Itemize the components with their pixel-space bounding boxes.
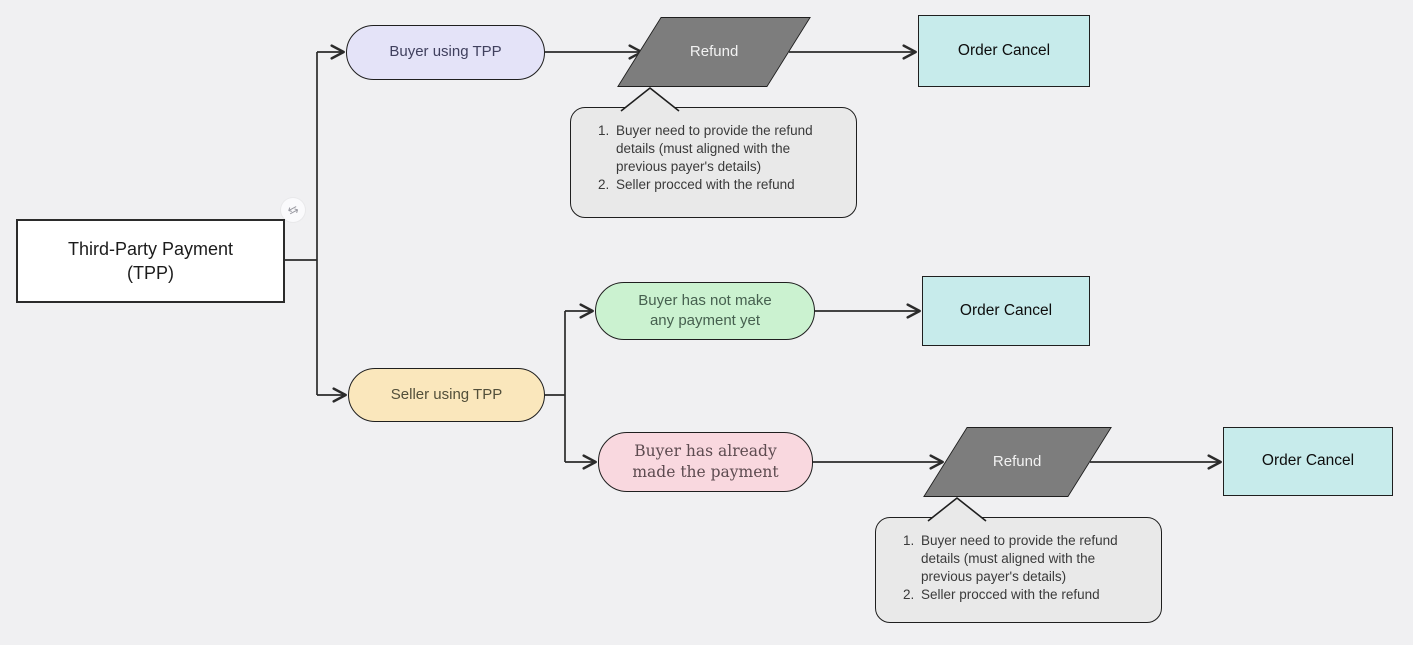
- node-refund-2-label: Refund: [993, 452, 1042, 470]
- note-refund-steps-1[interactable]: Buyer need to provide the refund details…: [570, 107, 857, 218]
- node-buyer-paid[interactable]: Buyer has already made the payment: [598, 432, 813, 492]
- node-order-cancel-2[interactable]: Order Cancel: [922, 276, 1090, 346]
- node-seller-using-tpp[interactable]: Seller using TPP: [348, 368, 545, 422]
- node-buyer-no-payment[interactable]: Buyer has not make any payment yet: [595, 282, 815, 340]
- node-order-cancel-2-label: Order Cancel: [959, 301, 1053, 319]
- note-refund-steps-1-list: Buyer need to provide the refund details…: [587, 122, 842, 194]
- note-refund-steps-2-list: Buyer need to provide the refund details…: [892, 532, 1147, 604]
- node-order-cancel-3-label: Order Cancel: [1261, 452, 1355, 470]
- node-buyer-no-payment-label: Buyer has not make any payment yet: [638, 291, 772, 329]
- node-buyer-using-tpp[interactable]: Buyer using TPP: [346, 25, 545, 80]
- note-refund-steps-2[interactable]: Buyer need to provide the refund details…: [875, 517, 1162, 623]
- node-buyer-paid-label: Buyer has already made the payment: [632, 442, 779, 481]
- note-item: Seller procced with the refund: [613, 176, 842, 194]
- node-third-party-payment-label: Third-Party Payment (TPP): [67, 238, 234, 283]
- node-third-party-payment[interactable]: Third-Party Payment (TPP): [16, 219, 285, 303]
- node-order-cancel-3[interactable]: Order Cancel: [1223, 427, 1393, 496]
- note-item: Buyer need to provide the refund details…: [918, 532, 1147, 586]
- node-buyer-using-tpp-label: Buyer using TPP: [389, 43, 502, 61]
- note-item: Seller procced with the refund: [918, 586, 1147, 604]
- node-order-cancel-1-label: Order Cancel: [957, 41, 1051, 59]
- note-item: Buyer need to provide the refund details…: [613, 122, 842, 176]
- node-seller-using-tpp-label: Seller using TPP: [390, 385, 503, 403]
- node-order-cancel-1[interactable]: Order Cancel: [918, 15, 1090, 87]
- swap-connector-icon[interactable]: ⇆: [281, 198, 305, 222]
- node-refund-1-label: Refund: [689, 42, 739, 60]
